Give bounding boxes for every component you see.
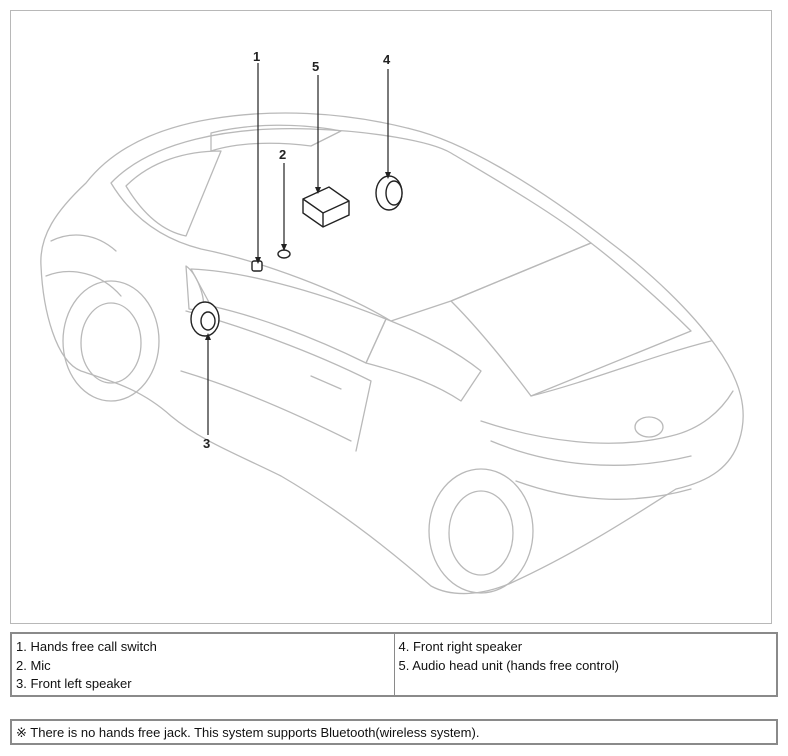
hands-free-switch-marker (251, 260, 263, 272)
sunroof (210, 124, 342, 152)
audio-head-unit (302, 186, 350, 228)
legend-column-right: 4. Front right speaker 5. Audio head uni… (393, 634, 777, 695)
legend-table: 1. Hands free call switch 2. Mic 3. Fron… (10, 632, 778, 697)
callout-2: 2 (279, 147, 286, 162)
mic-marker (277, 249, 291, 259)
legend-item-front-right-speaker: 4. Front right speaker (398, 639, 523, 654)
note-box: ※ There is no hands free jack. This syst… (10, 719, 778, 745)
callout-1: 1 (253, 49, 260, 64)
front-wheel (62, 280, 160, 402)
legend-item-audio-head-unit: 5. Audio head unit (hands free control) (398, 657, 619, 673)
legend-item-hands-free-call-switch: 1. Hands free call switch (16, 639, 157, 654)
callout-5: 5 (312, 59, 319, 74)
windshield (125, 150, 222, 237)
roof-outline (110, 127, 592, 322)
legend-item-front-left-speaker: 3. Front left speaker (16, 676, 132, 691)
rear-glass (450, 242, 692, 397)
callout-4: 4 (383, 52, 391, 67)
callout-3: 3 (203, 436, 210, 451)
component-location-figure: 1 2 3 4 5 (10, 10, 772, 624)
rear-wheel (428, 468, 534, 594)
side-window (190, 268, 387, 364)
legend-item-mic: 2. Mic (16, 657, 51, 673)
legend-column-left: 1. Hands free call switch 2. Mic 3. Fron… (12, 634, 394, 695)
car-body-outline (40, 112, 744, 595)
car-illustration: 1 2 3 4 5 (40, 49, 744, 595)
